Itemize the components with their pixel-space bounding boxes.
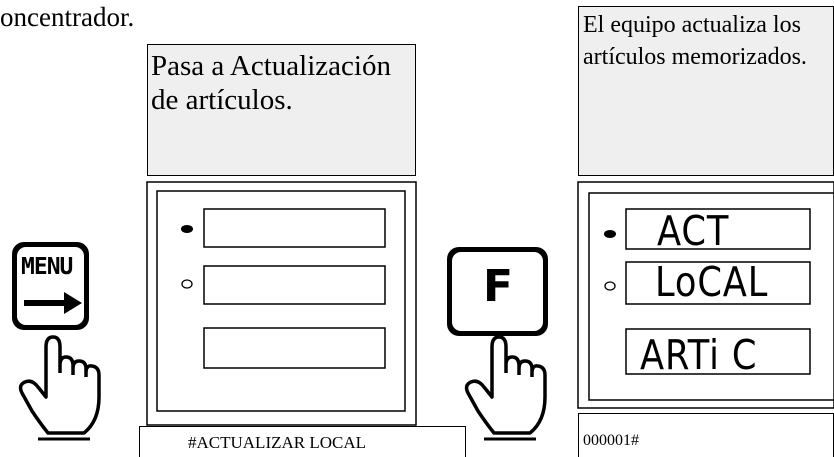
pressing-hand-icon xyxy=(18,335,101,441)
indicator-empty-icon xyxy=(604,281,616,291)
right-status-strip: 000001# xyxy=(578,413,834,457)
f-key-label: F xyxy=(483,261,514,312)
left-display-line-2 xyxy=(203,265,386,305)
f-key-icon xyxy=(447,247,548,336)
pressing-hand-icon xyxy=(464,335,547,441)
right-display-device xyxy=(577,181,834,409)
left-status-strip: #ACTUALIZAR LOCAL xyxy=(139,426,466,457)
display-line-2-text: LoCAL xyxy=(655,258,769,306)
left-caption-box: Pasa a Actualización de artículos. xyxy=(147,44,416,176)
left-display-device xyxy=(146,181,417,426)
display-line-1-text: ACT xyxy=(657,207,730,255)
indicator-filled-icon xyxy=(181,225,193,233)
left-status-text: #ACTUALIZAR LOCAL xyxy=(188,433,367,452)
right-status-text: 000001# xyxy=(583,432,639,449)
indicator-filled-icon xyxy=(604,230,616,238)
menu-key-icon xyxy=(12,242,89,330)
left-caption-text: Pasa a Actualización de artículos. xyxy=(151,50,391,116)
left-display-line-1 xyxy=(203,208,386,248)
display-line-3-text: ARTi C xyxy=(640,331,758,379)
menu-key-label: MENU xyxy=(21,254,73,280)
intro-text-fragment: oncentrador. xyxy=(0,2,135,32)
indicator-empty-icon xyxy=(181,279,193,289)
right-caption-text: El equipo actualiza los artículos memori… xyxy=(583,12,807,70)
left-display-line-3 xyxy=(203,327,386,369)
right-caption-box: El equipo actualiza los artículos memori… xyxy=(578,6,834,176)
